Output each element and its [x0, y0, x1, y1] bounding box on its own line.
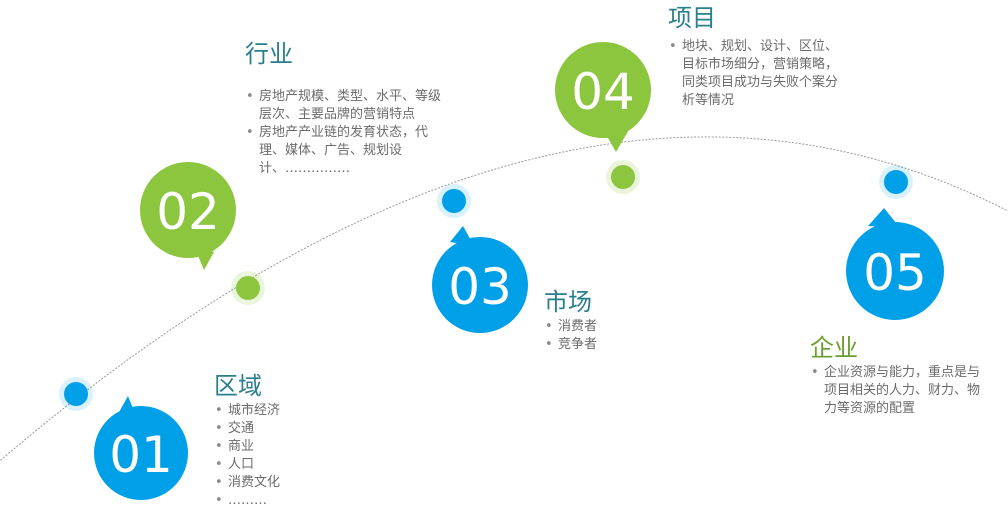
timeline-dot-01: [59, 377, 93, 411]
stage-list-05: 企业资源与能力，重点是与项目相关的人力、财力、物力等资源的配置: [810, 364, 990, 418]
bubble-05: 05: [846, 208, 944, 320]
list-item: 交通: [214, 420, 280, 438]
bubble-03: 03: [432, 226, 528, 333]
timeline-dot-02: [231, 271, 265, 305]
list-item: 商业: [214, 438, 280, 456]
bubble-02: 02: [140, 162, 236, 270]
list-item: 人口: [214, 456, 280, 474]
stage-list-02: 房地产规模、类型、水平、等级层次、主要品牌的营销特点 房地产产业链的发育状态，代…: [245, 88, 445, 178]
list-item: 地块、规划、设计、区位、目标市场细分，营销策略，同类项目成功与失败个案分析等情况: [668, 38, 840, 110]
bubble-01: 01: [94, 396, 188, 500]
list-item: 房地产规模、类型、水平、等级层次、主要品牌的营销特点: [245, 88, 445, 124]
bubble-number-03: 03: [448, 258, 512, 316]
stage-title-01: 区域: [214, 372, 262, 400]
list-item: 竞争者: [544, 336, 597, 354]
timeline-curve: [0, 136, 1008, 462]
stage-list-01: 城市经济 交通 商业 人口 消费文化 ………: [214, 402, 280, 510]
timeline-dot-05: [879, 165, 913, 199]
list-item: 企业资源与能力，重点是与项目相关的人力、财力、物力等资源的配置: [810, 364, 990, 418]
timeline-dot-03: [437, 184, 471, 218]
stage-title-05: 企业: [810, 334, 858, 362]
stage-title-02: 行业: [245, 40, 293, 68]
stage-list-04: 地块、规划、设计、区位、目标市场细分，营销策略，同类项目成功与失败个案分析等情况: [668, 38, 840, 110]
timeline-dot-04: [606, 160, 640, 194]
stage-title-04: 项目: [668, 4, 716, 32]
list-item: 城市经济: [214, 402, 280, 420]
bubble-number-01: 01: [109, 426, 173, 484]
stage-title-03: 市场: [544, 288, 592, 316]
list-item: 消费者: [544, 318, 597, 336]
list-item: ………: [214, 492, 280, 510]
bubble-number-02: 02: [156, 183, 220, 241]
stage-list-03: 消费者 竞争者: [544, 318, 597, 354]
bubble-number-04: 04: [571, 63, 635, 121]
list-item: 房地产产业链的发育状态，代理、媒体、广告、规划设计、……………: [245, 124, 445, 178]
bubble-number-05: 05: [863, 244, 927, 302]
bubble-04: 04: [555, 42, 651, 152]
list-item: 消费文化: [214, 474, 280, 492]
